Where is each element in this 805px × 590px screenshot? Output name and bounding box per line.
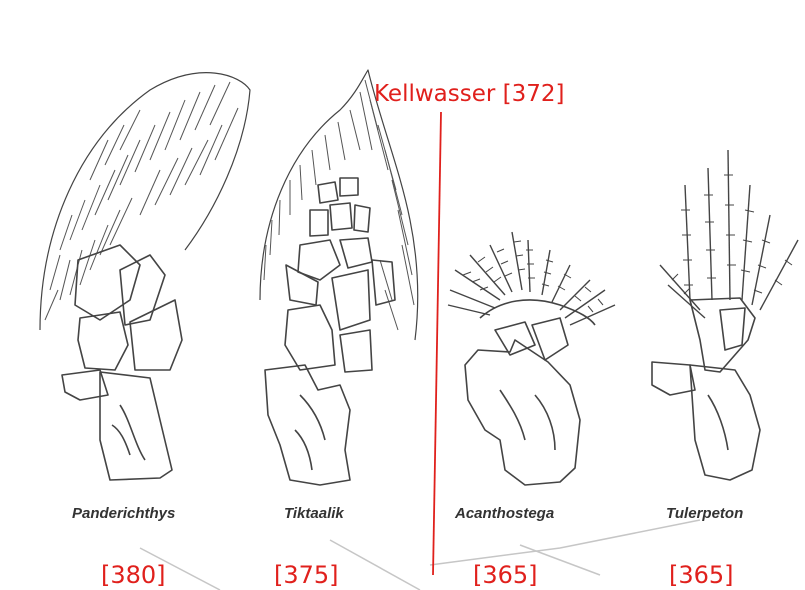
specimen-name-tiktaalik: Tiktaalik — [284, 505, 344, 522]
specimen-name-panderichthys: Panderichthys — [72, 505, 175, 522]
specimen-name-acanthostega: Acanthostega — [454, 505, 554, 522]
kellwasser-event-label: Kellwasser [372] — [374, 81, 565, 107]
background-timeline-lines — [140, 520, 700, 590]
specimen-date-panderichthys: [380] — [101, 561, 166, 589]
tiktaalik-fin — [260, 70, 418, 485]
acanthostega-limb — [448, 232, 615, 485]
specimen-date-acanthostega: [365] — [473, 561, 538, 589]
specimen-date-tulerpeton: [365] — [669, 561, 734, 589]
tulerpeton-limb — [652, 150, 798, 480]
kellwasser-label-text: Kellwasser [372] — [374, 81, 565, 107]
kellwasser-boundary-line — [433, 112, 441, 575]
specimen-date-tiktaalik: [375] — [274, 561, 339, 589]
specimen-name-tulerpeton: Tulerpeton — [666, 505, 743, 522]
panderichthys-fin — [40, 73, 250, 480]
